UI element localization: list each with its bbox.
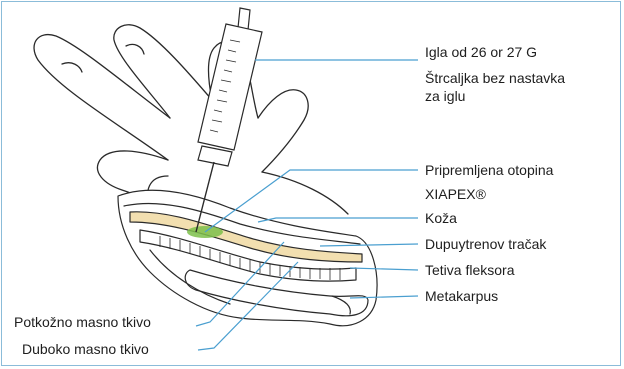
needle-label: Igla od 26 or 27 G bbox=[425, 44, 537, 60]
deep-fat-label: Duboko masno tkivo bbox=[22, 341, 149, 357]
syringe-label-line1: Štrcaljka bez nastavka bbox=[425, 70, 565, 86]
cross-section bbox=[118, 190, 377, 326]
solution-label-line1: Pripremljena otopina bbox=[425, 162, 553, 178]
cord-label: Dupuytrenov tračak bbox=[425, 236, 546, 252]
tendon-label: Tetiva fleksora bbox=[425, 262, 514, 278]
syringe-illustration bbox=[196, 8, 262, 232]
metacarpus-label: Metakarpus bbox=[425, 288, 498, 304]
skin-label: Koža bbox=[425, 210, 457, 226]
subcutaneous-fat-label: Potkožno masno tkivo bbox=[14, 314, 151, 330]
solution-label-line2: XIAPEX® bbox=[425, 186, 486, 202]
syringe-label-line2: za iglu bbox=[425, 88, 465, 104]
hand-illustration bbox=[34, 25, 348, 214]
